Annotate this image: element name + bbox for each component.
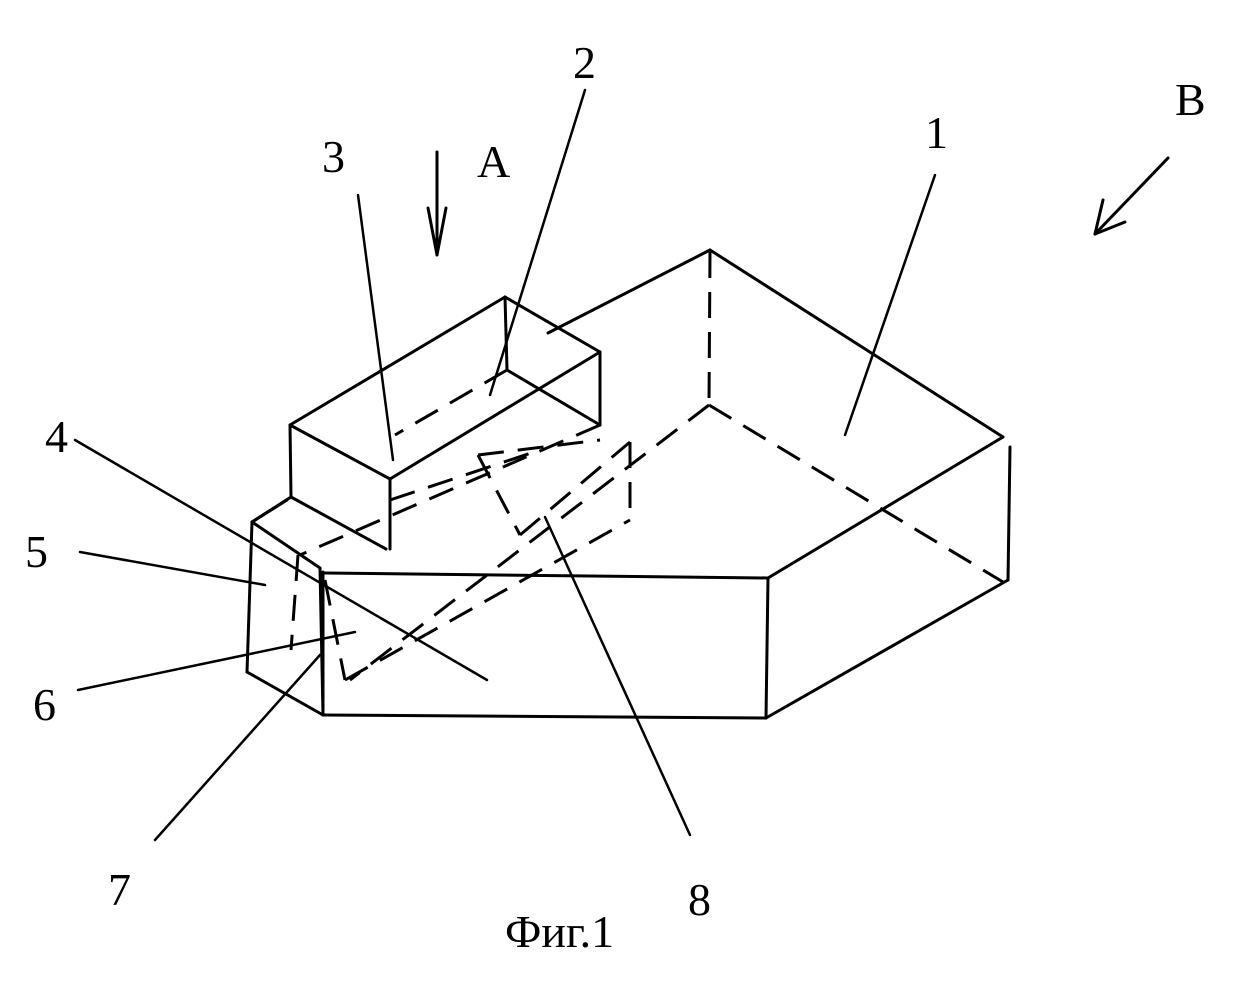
- connector-block: [247, 497, 323, 715]
- direction-arrow-a: [428, 152, 446, 255]
- main-body-hidden-edges: [350, 252, 1003, 680]
- main-body: [323, 250, 1010, 718]
- figure-caption: Фиг.1: [505, 906, 614, 957]
- label-3: 3: [322, 131, 345, 182]
- direction-arrow-b: [1095, 158, 1168, 234]
- label-2: 2: [573, 37, 596, 88]
- label-b: B: [1175, 74, 1206, 125]
- label-8: 8: [688, 874, 711, 925]
- upper-box: [290, 297, 600, 549]
- inner-channel-hidden: [291, 425, 630, 680]
- label-a: A: [477, 136, 510, 187]
- label-1: 1: [925, 107, 948, 158]
- label-4: 4: [45, 411, 68, 462]
- label-7: 7: [108, 864, 131, 915]
- reference-labels: 1 2 3 4 5 6 7 8 A B: [25, 37, 1206, 925]
- label-5: 5: [25, 526, 48, 577]
- label-6: 6: [33, 679, 56, 730]
